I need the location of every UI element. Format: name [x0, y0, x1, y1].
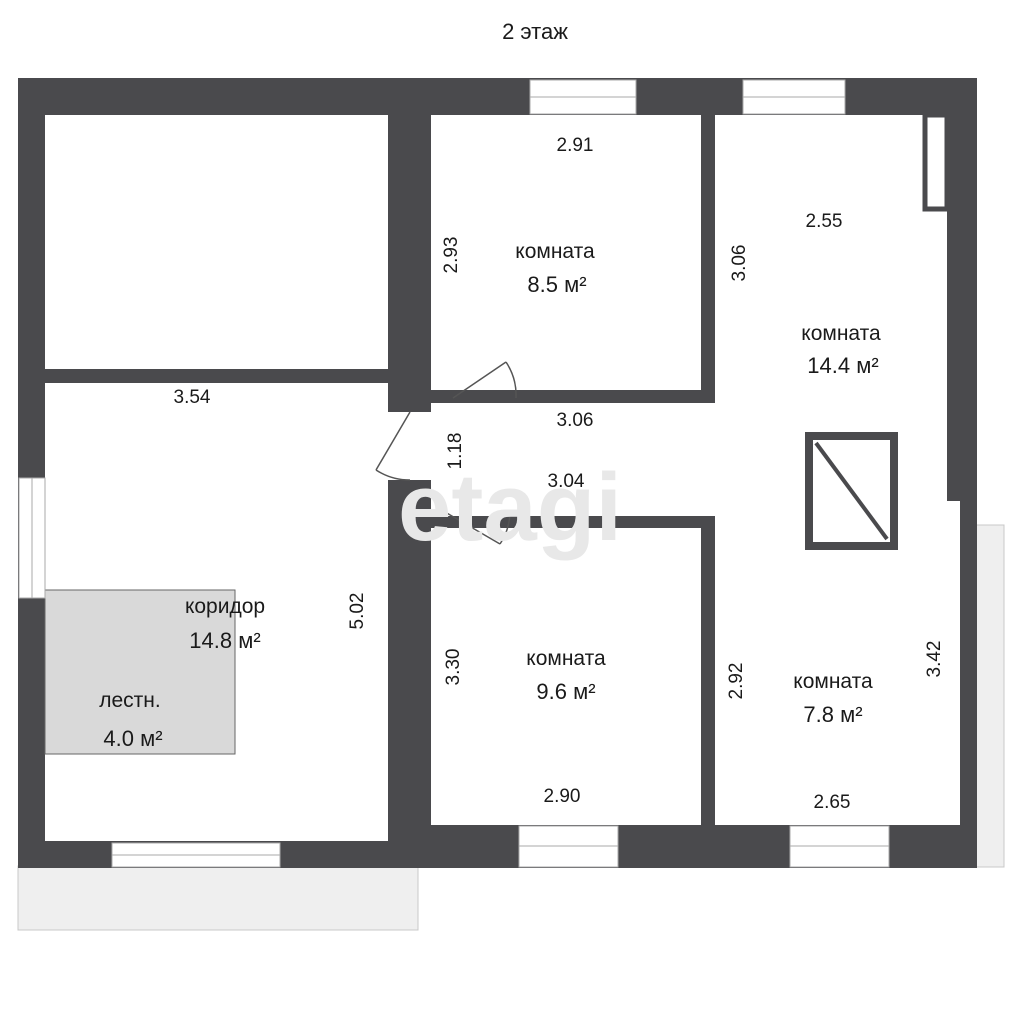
door-opening-corridor	[388, 412, 431, 480]
dim-room4-bottom: 2.65	[814, 792, 851, 813]
door-swing-room3	[444, 511, 511, 545]
watermark: etagi	[398, 454, 622, 561]
stairs-area	[44, 589, 236, 755]
window-bottom-2	[518, 825, 619, 868]
dim-room1-top: 2.91	[557, 135, 594, 156]
stairs-area-label: 4.0 м²	[103, 726, 162, 751]
dim-room1-left: 2.93	[441, 237, 462, 274]
room3-name: комната	[526, 647, 606, 670]
floor-room2	[431, 115, 960, 825]
balcony-left	[17, 865, 419, 931]
dim-corridor-top: 3.54	[174, 387, 211, 408]
door-swing-corridor	[375, 411, 411, 481]
floor-room1	[431, 115, 701, 390]
dim-room2-top: 2.55	[806, 211, 843, 232]
dim-room2-left: 3.06	[729, 245, 750, 282]
dim-hall-bottom: 3.04	[548, 471, 585, 492]
dim-room3-left: 3.30	[443, 649, 464, 686]
window-top-1	[529, 79, 637, 115]
balcony-right	[975, 524, 1005, 868]
room4-name: комната	[793, 670, 873, 693]
vent-box	[805, 432, 898, 550]
floor-room-topleft	[45, 115, 388, 369]
room2-name: комната	[801, 322, 881, 345]
dim-room4-right: 3.42	[924, 641, 945, 678]
room3-area: 9.6 м²	[536, 679, 595, 704]
window-left	[18, 477, 46, 599]
floor-room3	[431, 528, 701, 825]
corridor-area: 14.8 м²	[189, 628, 260, 653]
floor-title: 2 этаж	[502, 19, 568, 44]
room1-area: 8.5 м²	[527, 272, 586, 297]
dim-corridor-right: 5.02	[347, 593, 368, 630]
dim-room1-bottom: 3.06	[557, 410, 594, 431]
dim-room4-left: 2.92	[726, 663, 747, 700]
room2-area: 14.4 м²	[807, 353, 878, 378]
window-bottom-1	[111, 842, 281, 868]
room4-area: 7.8 м²	[803, 702, 862, 727]
window-top-2	[742, 79, 846, 115]
corridor-name: коридор	[185, 595, 265, 618]
dim-hall-height: 1.18	[445, 433, 466, 470]
dim-room3-bottom: 2.90	[544, 786, 581, 807]
window-bottom-3	[789, 825, 890, 868]
room1-name: комната	[515, 240, 595, 263]
stairs-name: лестн.	[99, 689, 160, 712]
door-swing-room1	[452, 361, 517, 399]
shaft	[922, 112, 950, 212]
